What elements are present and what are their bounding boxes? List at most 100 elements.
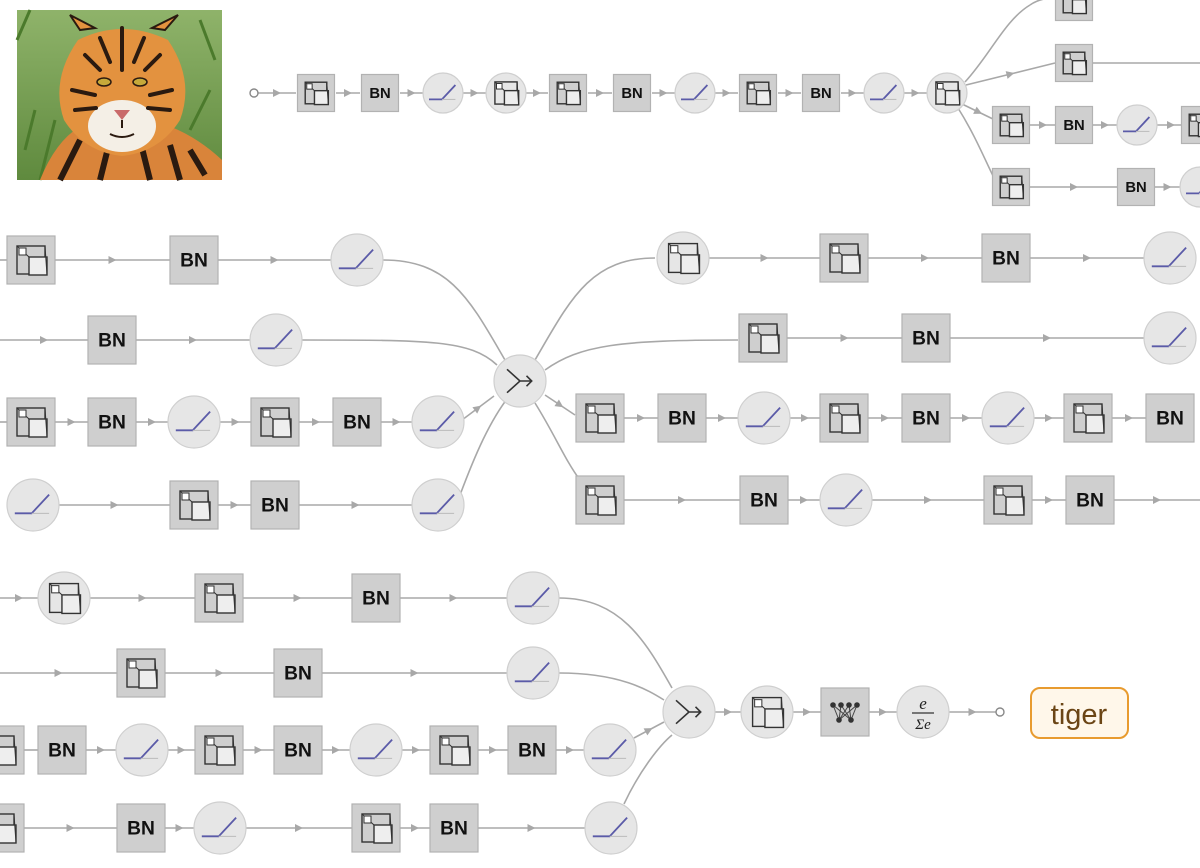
pooling-node <box>485 72 527 114</box>
pooling-node <box>740 685 794 739</box>
softmax-denominator: Σe <box>914 717 931 733</box>
convolution-icon <box>746 81 772 106</box>
batchnorm-node: BN <box>612 73 652 113</box>
convolution-icon <box>0 813 17 844</box>
edge <box>534 402 581 481</box>
bn-label: BN <box>912 409 940 430</box>
bn-label: BN <box>621 86 642 102</box>
catenate-node <box>493 354 547 408</box>
convolution-node <box>983 475 1033 525</box>
bn-label: BN <box>1125 180 1146 196</box>
ramp-node <box>819 473 873 527</box>
batchnorm-node: BN <box>901 313 951 363</box>
batchnorm-node: BN <box>1054 105 1094 145</box>
pooling-icon <box>48 582 82 615</box>
convolution-icon <box>16 245 48 276</box>
edge <box>382 259 506 361</box>
batchnorm-node: BN <box>116 803 166 853</box>
convolution-node <box>6 235 56 285</box>
convolution-node <box>250 397 300 447</box>
bn-label: BN <box>668 409 696 430</box>
edge <box>957 107 996 181</box>
output-label: tiger <box>1051 699 1108 731</box>
convolution-icon <box>999 113 1025 138</box>
bn-label: BN <box>362 589 390 610</box>
softmax-node: eΣe <box>896 685 950 739</box>
convolution-node <box>991 105 1031 145</box>
edge <box>301 339 498 366</box>
edge <box>459 394 511 496</box>
bn-label: BN <box>127 819 155 840</box>
batchnorm-node: BN <box>273 725 323 775</box>
convolution-node <box>991 167 1031 207</box>
convolution-icon <box>179 490 211 521</box>
bn-label: BN <box>48 741 76 762</box>
bn-label: BN <box>440 819 468 840</box>
convolution-icon <box>204 735 236 766</box>
bn-label: BN <box>750 491 778 512</box>
convolution-node <box>1180 105 1200 145</box>
convolution-node <box>1054 43 1094 83</box>
convolution-icon <box>999 175 1025 200</box>
convolution-node <box>0 725 25 775</box>
pooling-icon <box>751 696 785 729</box>
convolution-icon <box>204 583 236 614</box>
convolution-node <box>819 233 869 283</box>
convolution-icon <box>361 813 393 844</box>
bn-label: BN <box>1076 491 1104 512</box>
ramp-node <box>115 723 169 777</box>
convolution-icon <box>1062 0 1088 15</box>
batchnorm-node: BN <box>1065 475 1115 525</box>
ramp-node <box>583 723 637 777</box>
port <box>249 88 259 98</box>
batchnorm-node: BN <box>87 315 137 365</box>
ramp-node <box>1116 104 1158 146</box>
ramp-node <box>863 72 905 114</box>
bn-label: BN <box>1063 118 1084 134</box>
tiger-photo <box>15 9 222 182</box>
edge <box>534 257 656 361</box>
convolution-node <box>0 803 25 853</box>
pooling-node <box>37 571 91 625</box>
batchnorm-node: BN <box>250 480 300 530</box>
batchnorm-node: BN <box>657 393 707 443</box>
convolution-node <box>429 725 479 775</box>
convolution-node <box>6 397 56 447</box>
ramp-node <box>737 391 791 445</box>
pooling-icon <box>935 81 961 106</box>
ramp-node <box>584 801 638 855</box>
batchnorm-node: BN <box>87 397 137 447</box>
convolution-node <box>351 803 401 853</box>
bn-label: BN <box>98 331 126 352</box>
ramp-node <box>1179 166 1200 208</box>
convolution-icon <box>304 81 330 106</box>
bn-label: BN <box>518 741 546 762</box>
convolution-node <box>1054 0 1094 22</box>
batchnorm-node: BN <box>169 235 219 285</box>
output-tag: tiger <box>1030 687 1129 739</box>
batchnorm-node: BN <box>507 725 557 775</box>
bn-label: BN <box>284 741 312 762</box>
pooling-icon <box>494 81 520 106</box>
convolution-icon <box>439 735 471 766</box>
bn-label: BN <box>992 249 1020 270</box>
convolution-node <box>575 393 625 443</box>
bn-label: BN <box>912 329 940 350</box>
convolution-icon <box>1188 113 1200 138</box>
bn-label: BN <box>1156 409 1184 430</box>
convolution-icon <box>260 407 292 438</box>
bn-label: BN <box>261 496 289 517</box>
edge <box>964 4 1031 83</box>
batchnorm-node: BN <box>981 233 1031 283</box>
convolution-icon <box>16 407 48 438</box>
linear-layer-icon <box>830 702 860 723</box>
ramp-node <box>1143 231 1197 285</box>
ramp-node <box>422 72 464 114</box>
edge <box>623 734 673 805</box>
ramp-node <box>6 478 60 532</box>
pooling-node <box>926 72 968 114</box>
edge <box>558 597 673 689</box>
linear-node <box>820 687 870 737</box>
batchnorm-node: BN <box>332 397 382 447</box>
